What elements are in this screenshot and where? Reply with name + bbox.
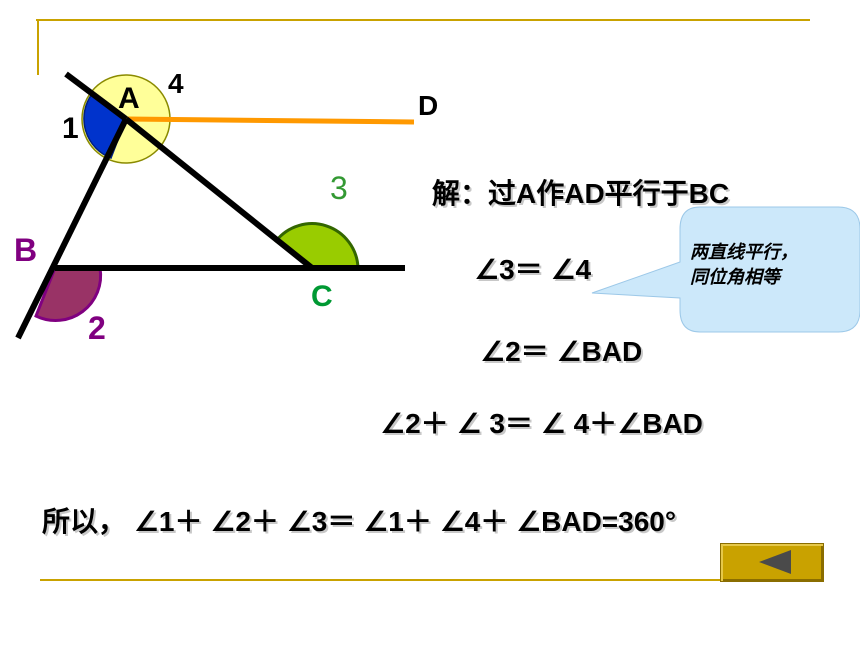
callout-line-1: 两直线平行，	[690, 242, 798, 262]
angle-3-sector	[273, 222, 360, 270]
label-3: 3	[330, 170, 348, 206]
label-b: B	[14, 232, 38, 268]
solution-step-1: ∠3＝ ∠4	[474, 254, 592, 285]
solution-step-3: ∠2＋ ∠ 3＝ ∠ 4＋∠BAD	[380, 408, 703, 439]
line-ac	[124, 116, 314, 271]
left-triangle-icon	[759, 550, 791, 574]
label-c: C	[311, 280, 333, 313]
solution-conclusion: 所以， ∠1＋ ∠2＋ ∠3＝ ∠1＋ ∠4＋ ∠BAD=360°	[42, 506, 677, 537]
label-2: 2	[88, 310, 106, 346]
label-a: A	[118, 82, 140, 115]
callout-bubble	[591, 206, 860, 333]
label-4: 4	[168, 68, 184, 99]
solution-intro: 解：过A作AD平行于BC	[432, 178, 730, 209]
callout-text: 两直线平行， 同位角相等	[690, 240, 850, 290]
line-ab-extended	[15, 117, 129, 340]
angle-2-sector	[34, 266, 103, 322]
line-ad	[125, 116, 415, 125]
solution-step-2: ∠2＝ ∠BAD	[480, 336, 643, 367]
line-a-ray	[64, 71, 128, 122]
label-d: D	[418, 90, 439, 121]
callout-line-2: 同位角相等	[690, 267, 780, 287]
back-button[interactable]	[720, 543, 824, 582]
label-1: 1	[62, 112, 79, 145]
